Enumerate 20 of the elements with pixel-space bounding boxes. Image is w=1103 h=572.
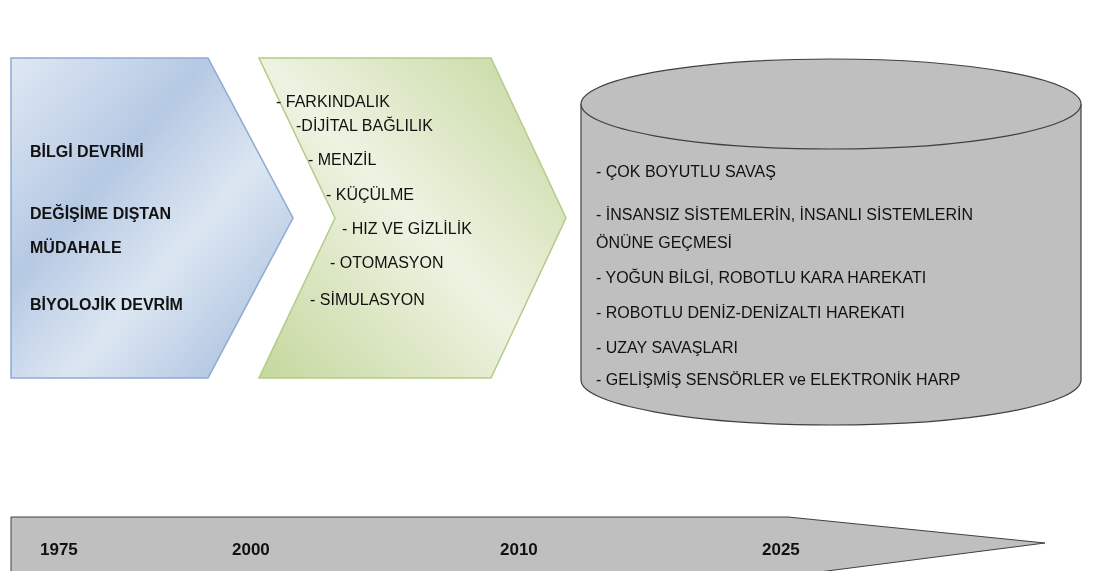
year-label: 2025 [762, 539, 801, 561]
list-item: -DİJİTAL BAĞLILIK [296, 115, 434, 136]
arrow-text: BİYOLOJİK DEVRİM [30, 295, 184, 315]
list-item: - YOĞUN BİLGİ, ROBOTLU KARA HAREKATI [596, 267, 928, 288]
year-label: 2010 [500, 539, 539, 561]
year-label: 1975 [40, 539, 79, 561]
list-item: - UZAY SAVAŞLARI [596, 338, 739, 358]
year-label: 2000 [232, 539, 271, 561]
list-item: - HIZ VE GİZLİLİK [342, 219, 473, 239]
list-item: - SİMULASYON [310, 290, 426, 310]
list-item: - ÇOK BOYUTLU SAVAŞ [596, 162, 777, 182]
list-item: - İNSANSIZ SİSTEMLERİN, İNSANLI SİSTEMLERİN ÖNÜNE GEÇMESİ [596, 205, 974, 253]
arrow-text: BİLGİ DEVRİMİ [30, 142, 145, 162]
list-item: - FARKINDALIK [276, 92, 391, 112]
list-item: - KÜÇÜLME [326, 185, 415, 205]
list-item: - OTOMASYON [330, 253, 445, 273]
list-item: - ROBOTLU DENİZ-DENİZALTI HAREKATI [596, 303, 906, 323]
list-item: - GELİŞMİŞ SENSÖRLER ve ELEKTRONİK HARP [596, 370, 962, 390]
arrow-text: DEĞİŞİME DIŞTAN MÜDAHALE [30, 203, 173, 258]
list-item: - MENZİL [308, 150, 378, 170]
